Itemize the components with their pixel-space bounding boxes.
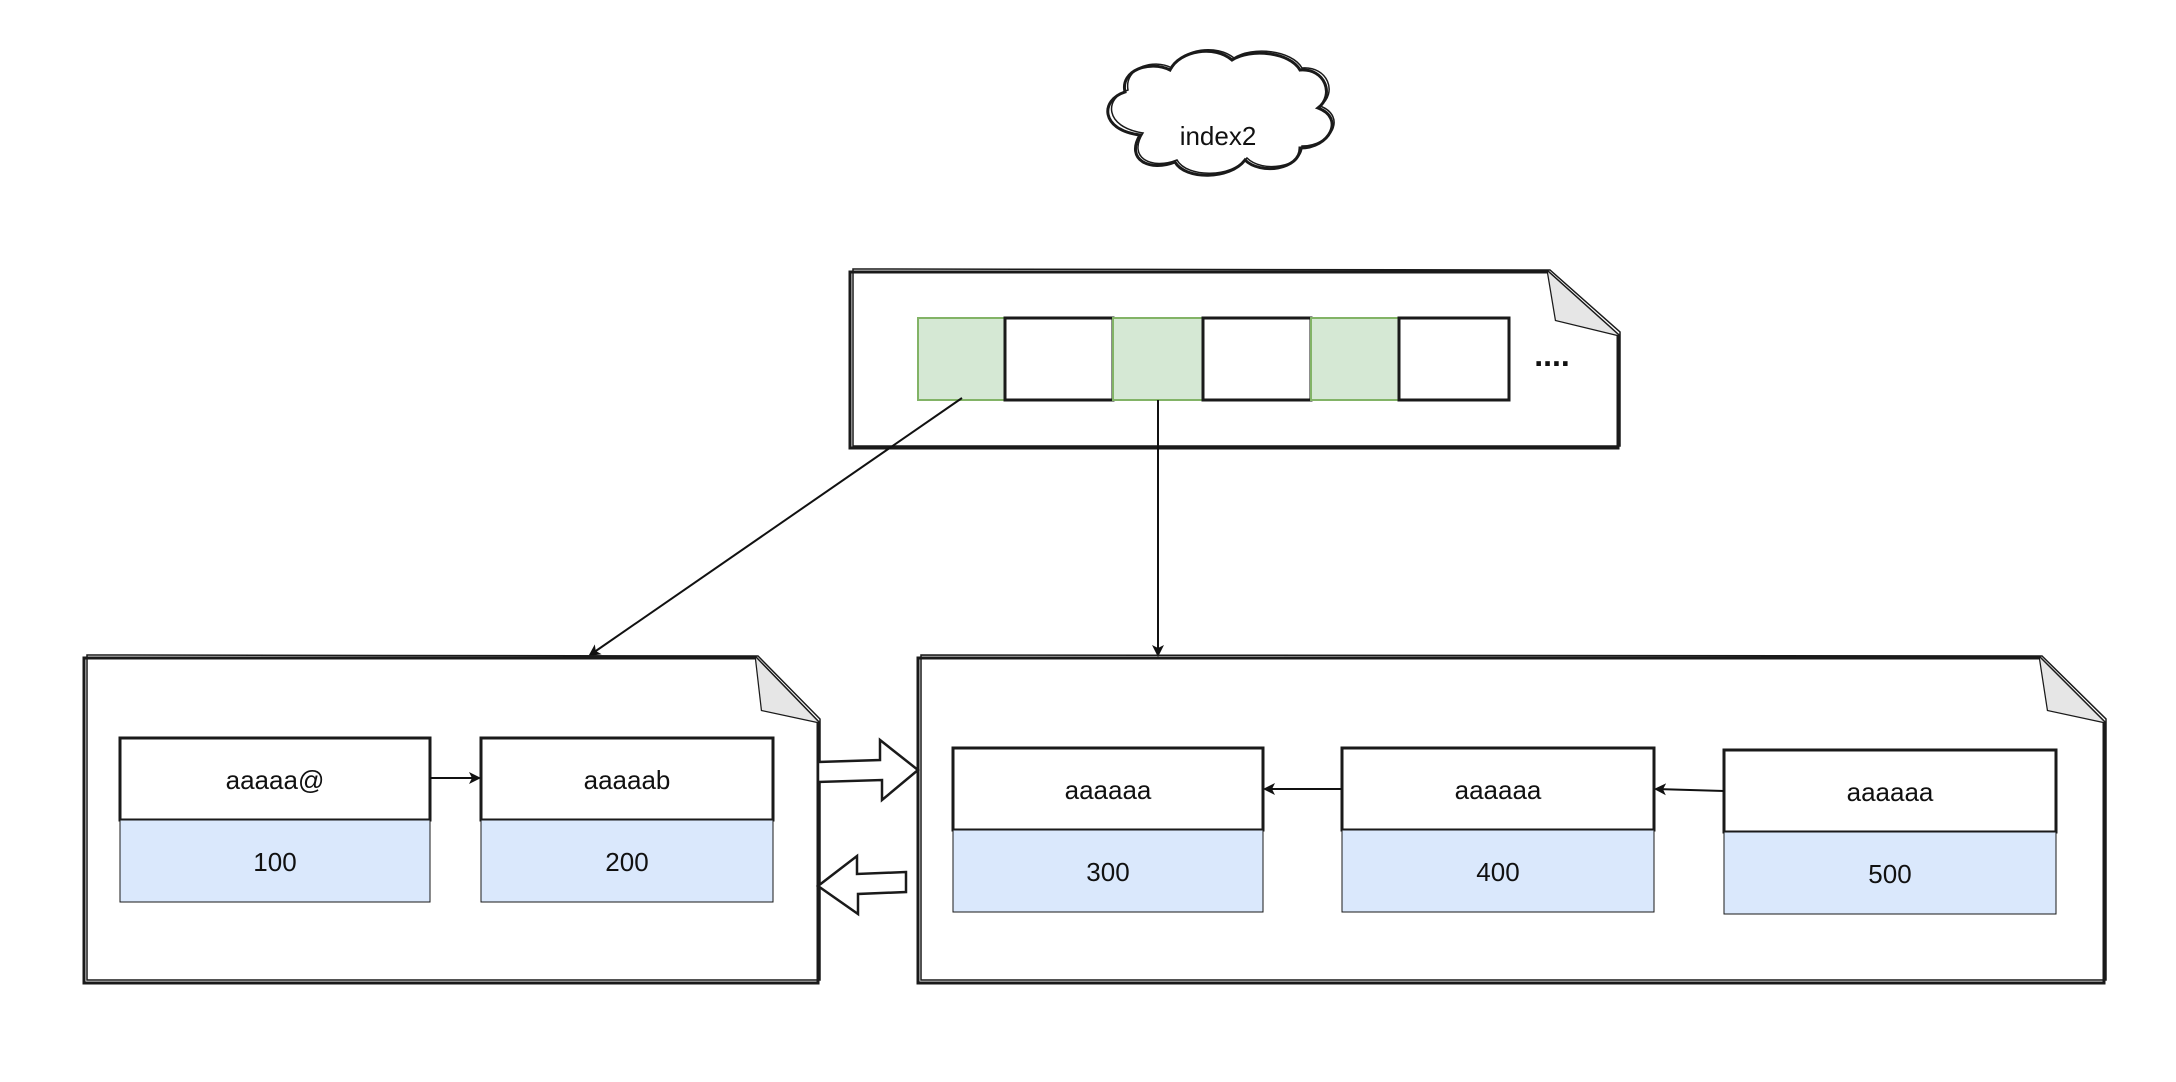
record-key-cell (1340, 746, 1656, 832)
index-slot-pointer-1 (917, 317, 1006, 401)
record-key-label: aaaaaa (1847, 777, 1934, 807)
index-page: .... (848, 268, 1621, 450)
record-value-cell (480, 819, 774, 903)
record-value-cell (952, 829, 1264, 913)
index-slot-key-3 (1397, 316, 1511, 402)
record-value-label: 500 (1868, 859, 1911, 889)
pointer-arrow-left (588, 397, 963, 657)
record-key-label: aaaaaa (1455, 775, 1542, 805)
index-ellipsis: .... (1534, 337, 1570, 373)
record-value-label: 200 (605, 847, 648, 877)
index-slot-pointer-2 (1112, 317, 1204, 401)
record-value-label: 100 (253, 847, 296, 877)
record-value-cell (1723, 831, 2057, 915)
record-value-cell (1341, 829, 1655, 913)
index-slot-key-2 (1201, 316, 1313, 402)
record-key-label: aaaaab (584, 765, 671, 795)
right-leaf-page: aaaaaa 300 aaaaaa 400 aaaaaa 500 (916, 654, 2107, 985)
next-page-arrow (816, 737, 920, 803)
record-key-label: aaaaaa (1065, 775, 1152, 805)
cloud-shape: index2 (1106, 49, 1335, 177)
cloud-label: index2 (1180, 121, 1257, 151)
record-value-label: 300 (1086, 857, 1129, 887)
record-link-arrow (1654, 783, 1725, 796)
left-leaf-page: aaaaa@ 100 aaaaab 200 (82, 654, 821, 985)
prev-page-arrow (815, 853, 908, 917)
record-value-cell (119, 819, 431, 903)
record-key-label: aaaaa@ (226, 765, 325, 795)
index-slot-pointer-3 (1310, 317, 1400, 401)
index-slot-key-1 (1003, 316, 1115, 402)
record-value-label: 400 (1476, 857, 1519, 887)
